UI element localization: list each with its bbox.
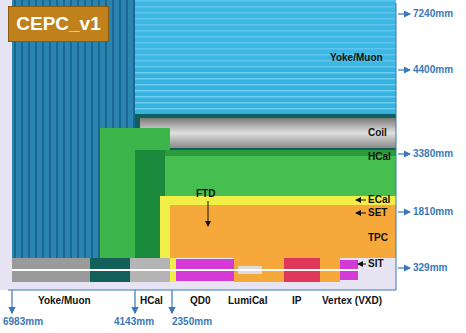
part-name: QD0 [190,295,211,307]
title-box: CEPC_v1 [8,6,109,42]
part-name: Vertex (VXD) [322,295,382,307]
part-name: IP [292,295,301,307]
part-name: FTD [196,188,215,200]
part-name: HCal [368,151,391,163]
dimension: 4143mm [114,316,154,328]
part-name: Yoke/Muon [38,295,91,307]
part-name: SIT [368,258,384,270]
title-text: CEPC_v1 [16,13,101,35]
part-name: HCal [140,295,163,307]
dimension: 329mm [413,262,447,274]
dimension: 4400mm [413,64,453,76]
part-name: LumiCal [228,295,267,307]
part-name: ECal [368,194,390,206]
dimension: 1810mm [413,206,453,218]
part-name: Coil [368,127,387,139]
dimension: 7240mm [413,8,453,20]
dimension: 2350mm [172,316,212,328]
part-name: TPC [368,232,388,244]
dimension: 6983mm [3,316,43,328]
part-name: Yoke/Muon [330,52,383,64]
dimension: 3380mm [413,148,453,160]
part-name: SET [368,207,387,219]
